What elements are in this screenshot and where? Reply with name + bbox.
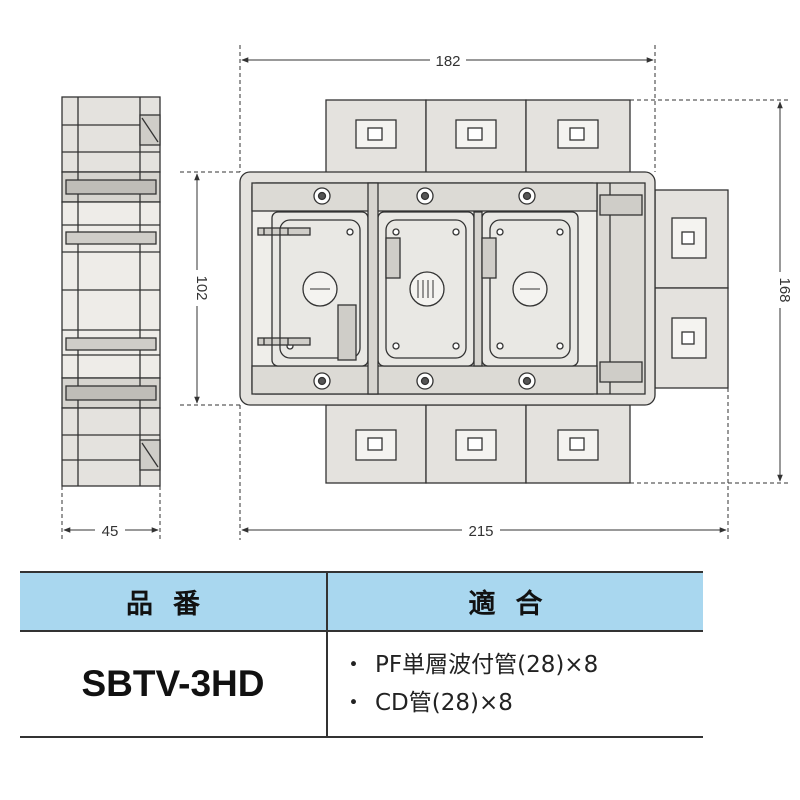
header-model: 品番: [20, 572, 328, 632]
dim-height-168: 168: [776, 277, 793, 302]
list-item: ・ PF単層波付管(28)×8: [342, 646, 703, 684]
screw-holes: [313, 187, 536, 390]
bullet: ・: [342, 652, 365, 678]
bottom-knockouts: [325, 404, 631, 484]
model-number: SBTV-3HD: [20, 631, 328, 737]
header-compat: 適合: [327, 572, 703, 632]
list-item: ・ CD管(28)×8: [342, 684, 703, 722]
front-view: [239, 99, 729, 484]
gang-dividers: [367, 182, 483, 395]
dim-width-215: 215: [468, 523, 493, 540]
dim-height-102: 102: [193, 275, 210, 300]
top-knockouts: [325, 99, 631, 176]
bullet: ・: [342, 690, 365, 716]
right-knockouts: [654, 189, 729, 389]
side-view: [61, 96, 161, 487]
table-header-row: 品番 適合: [20, 572, 703, 632]
compat-item-text: PF単層波付管(28)×8: [375, 652, 599, 678]
spec-table: 品番 適合 SBTV-3HD ・ PF単層波付管(28)×8 ・ CD管(28)×8: [20, 571, 703, 738]
technical-drawing: 182 102 168 45 215: [61, 45, 793, 540]
mounting-screws: [257, 227, 497, 361]
table-row: SBTV-3HD ・ PF単層波付管(28)×8 ・ CD管(28)×8: [20, 631, 703, 737]
compat-list: ・ PF単層波付管(28)×8 ・ CD管(28)×8: [327, 631, 703, 737]
compat-item-text: CD管(28)×8: [375, 690, 513, 716]
dim-width-182: 182: [435, 53, 460, 70]
dim-depth-45: 45: [102, 523, 119, 540]
